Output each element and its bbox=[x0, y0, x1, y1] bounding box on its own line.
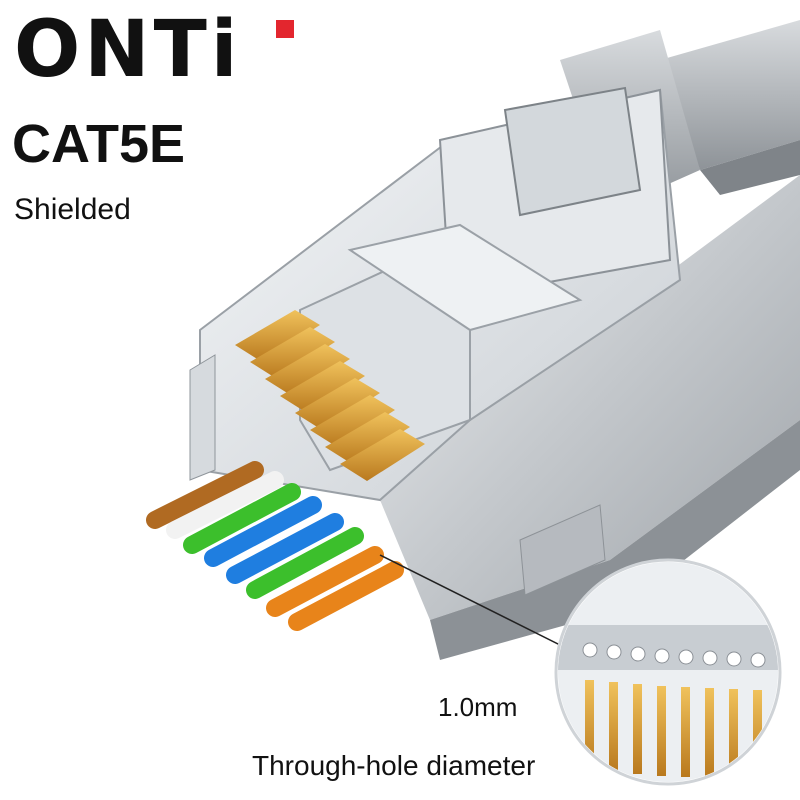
product-category: CAT5E bbox=[12, 114, 186, 174]
callout-label: Through-hole diameter bbox=[252, 750, 536, 781]
brand-logo: ONTi bbox=[14, 4, 314, 96]
cable-boot bbox=[660, 20, 800, 195]
gold-contacts bbox=[235, 310, 425, 481]
callout-value: 1.0mm bbox=[438, 692, 518, 722]
cable-wires bbox=[146, 461, 404, 631]
zoom-inset bbox=[554, 558, 782, 786]
brand-name: ONTi bbox=[14, 5, 242, 95]
product-type: Shielded bbox=[14, 193, 131, 226]
brand-accent-square bbox=[276, 20, 294, 38]
